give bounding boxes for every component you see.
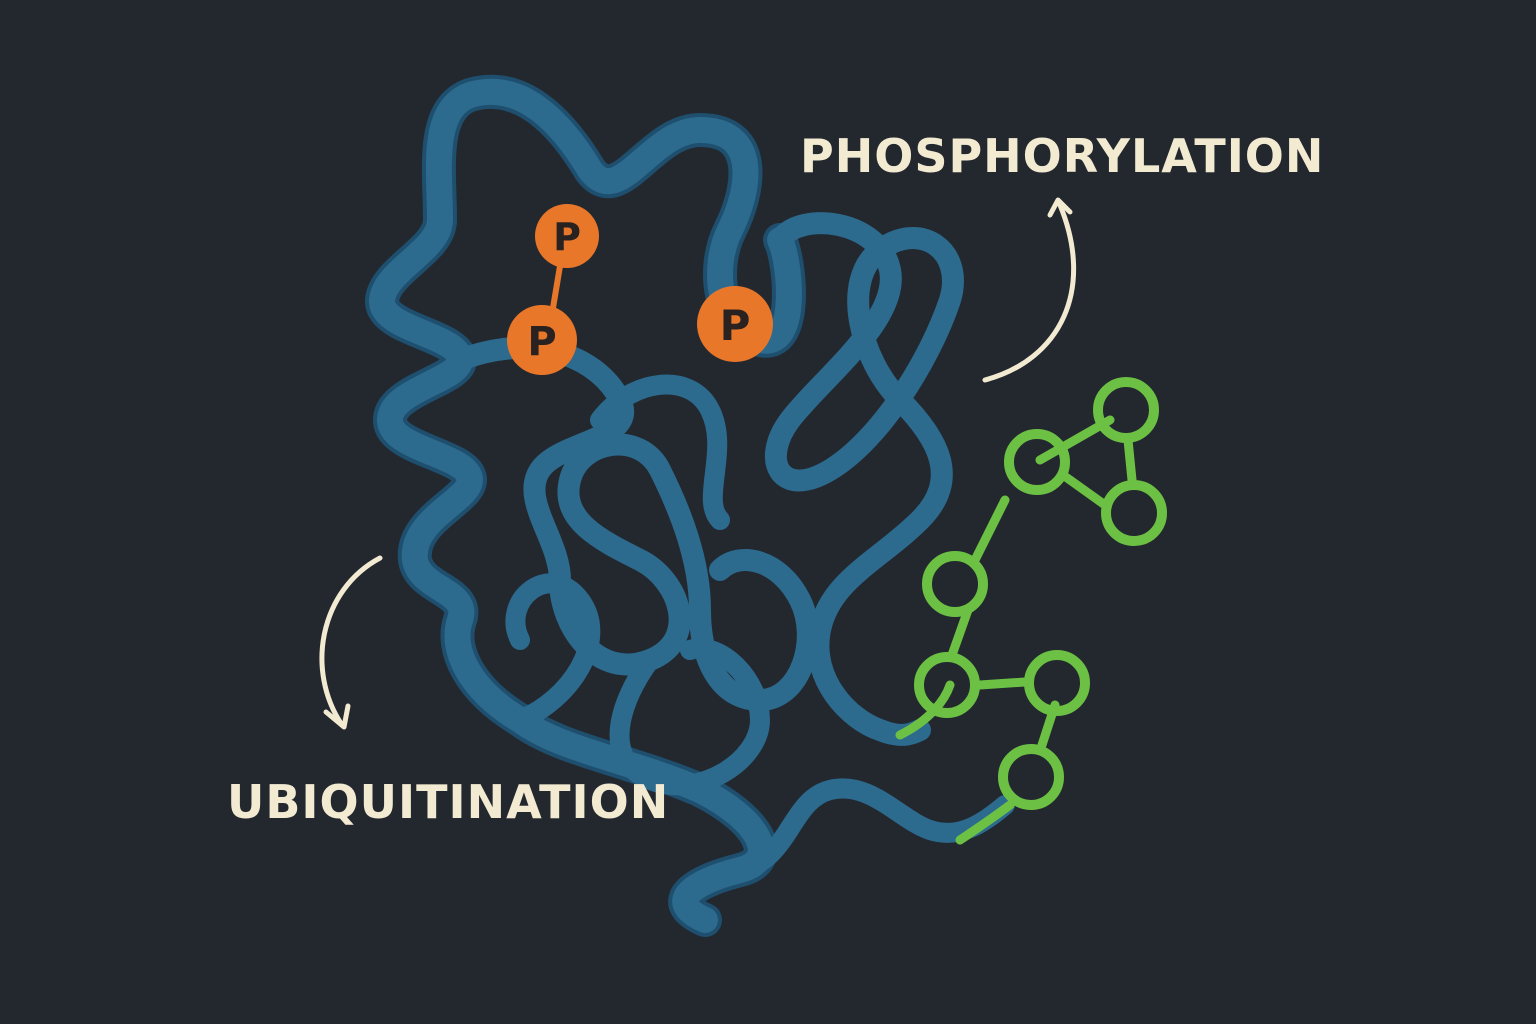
phosphate-group-2: P bbox=[507, 305, 577, 375]
protein-ribbon bbox=[365, 74, 1015, 937]
phosphorylation-label: PHOSPHORYLATION bbox=[800, 129, 1324, 183]
ubiquitin-unit bbox=[914, 652, 980, 718]
arrow-head bbox=[1047, 197, 1073, 218]
ubiquitin-unit bbox=[1093, 377, 1159, 443]
protein-ribbon-loop-2 bbox=[764, 212, 964, 746]
curved-arrow-down-icon bbox=[319, 555, 383, 730]
arrow-shaft bbox=[319, 555, 383, 728]
phosphate-label: P bbox=[553, 215, 581, 259]
phosphate-label: P bbox=[527, 319, 556, 365]
phosphate-circle bbox=[697, 286, 773, 362]
phosphate-group-3: P bbox=[697, 286, 773, 362]
phosphate-circle bbox=[507, 305, 577, 375]
phosphate-group-1: P bbox=[535, 204, 599, 268]
phosphate-label: P bbox=[720, 301, 751, 350]
phosphate-circle bbox=[535, 204, 599, 268]
curved-arrow-up-icon bbox=[982, 197, 1077, 383]
ubiquitin-unit bbox=[1101, 480, 1167, 546]
arrow-head bbox=[323, 703, 351, 730]
protein-ribbon-loop-3 bbox=[505, 374, 770, 796]
ubiquitin-unit bbox=[1004, 429, 1070, 495]
arrow-shaft bbox=[982, 202, 1077, 383]
ubiquitination-label: UBIQUITINATION bbox=[227, 775, 669, 829]
ubiquitin-unit bbox=[998, 744, 1064, 810]
phosphate-groups: P P P bbox=[507, 204, 773, 375]
ubiquitin-unit bbox=[922, 551, 988, 617]
ubiquitin-chain bbox=[895, 377, 1167, 845]
protein-ribbon-tail bbox=[730, 778, 1015, 880]
ubiquitin-unit bbox=[1024, 650, 1090, 716]
